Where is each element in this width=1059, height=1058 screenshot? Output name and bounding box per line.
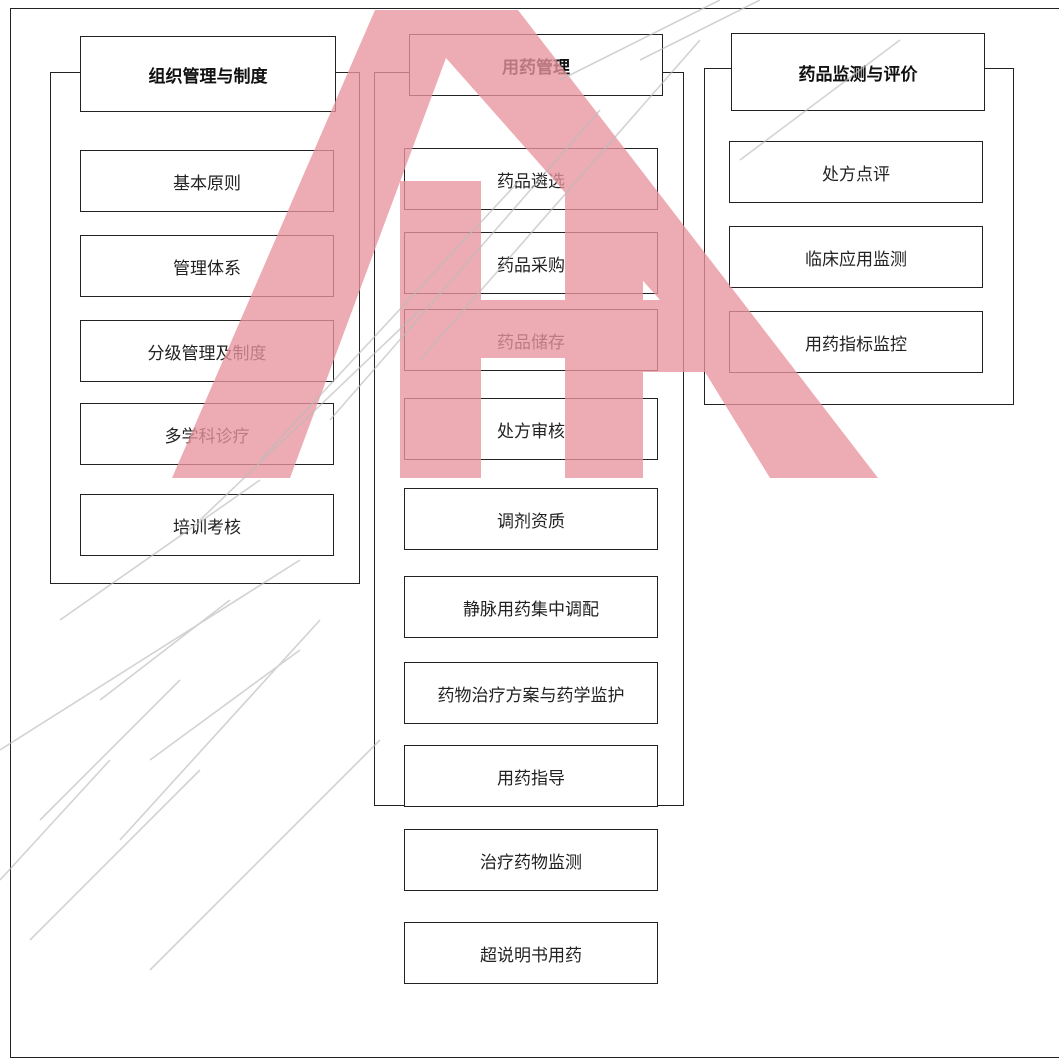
mon-item-clinical-monitoring: 临床应用监测 bbox=[729, 226, 983, 288]
med-item-therapy-plan: 药物治疗方案与药学监护 bbox=[404, 662, 658, 724]
med-item-medication-guidance: 用药指导 bbox=[404, 745, 658, 807]
group-medication-header: 用药管理 bbox=[409, 34, 663, 96]
mon-item-prescription-comment: 处方点评 bbox=[729, 141, 983, 203]
group-monitoring-header: 药品监测与评价 bbox=[731, 33, 985, 111]
med-item-storage: 药品储存 bbox=[404, 309, 658, 371]
med-item-iv-admixture: 静脉用药集中调配 bbox=[404, 576, 658, 638]
med-item-dispensing-qualification: 调剂资质 bbox=[404, 488, 658, 550]
org-item-training: 培训考核 bbox=[80, 494, 334, 556]
group-organization-header: 组织管理与制度 bbox=[80, 36, 336, 112]
med-item-prescription-review: 处方审核 bbox=[404, 398, 658, 460]
org-item-management-system: 管理体系 bbox=[80, 235, 334, 297]
org-item-tiered-management: 分级管理及制度 bbox=[80, 320, 334, 382]
mon-item-indicator-control: 用药指标监控 bbox=[729, 311, 983, 373]
med-item-tdm: 治疗药物监测 bbox=[404, 829, 658, 891]
org-item-basic-principles: 基本原则 bbox=[80, 150, 334, 212]
med-item-procurement: 药品采购 bbox=[404, 232, 658, 294]
med-item-off-label: 超说明书用药 bbox=[404, 922, 658, 984]
org-item-multidisciplinary: 多学科诊疗 bbox=[80, 403, 334, 465]
med-item-selection: 药品遴选 bbox=[404, 148, 658, 210]
